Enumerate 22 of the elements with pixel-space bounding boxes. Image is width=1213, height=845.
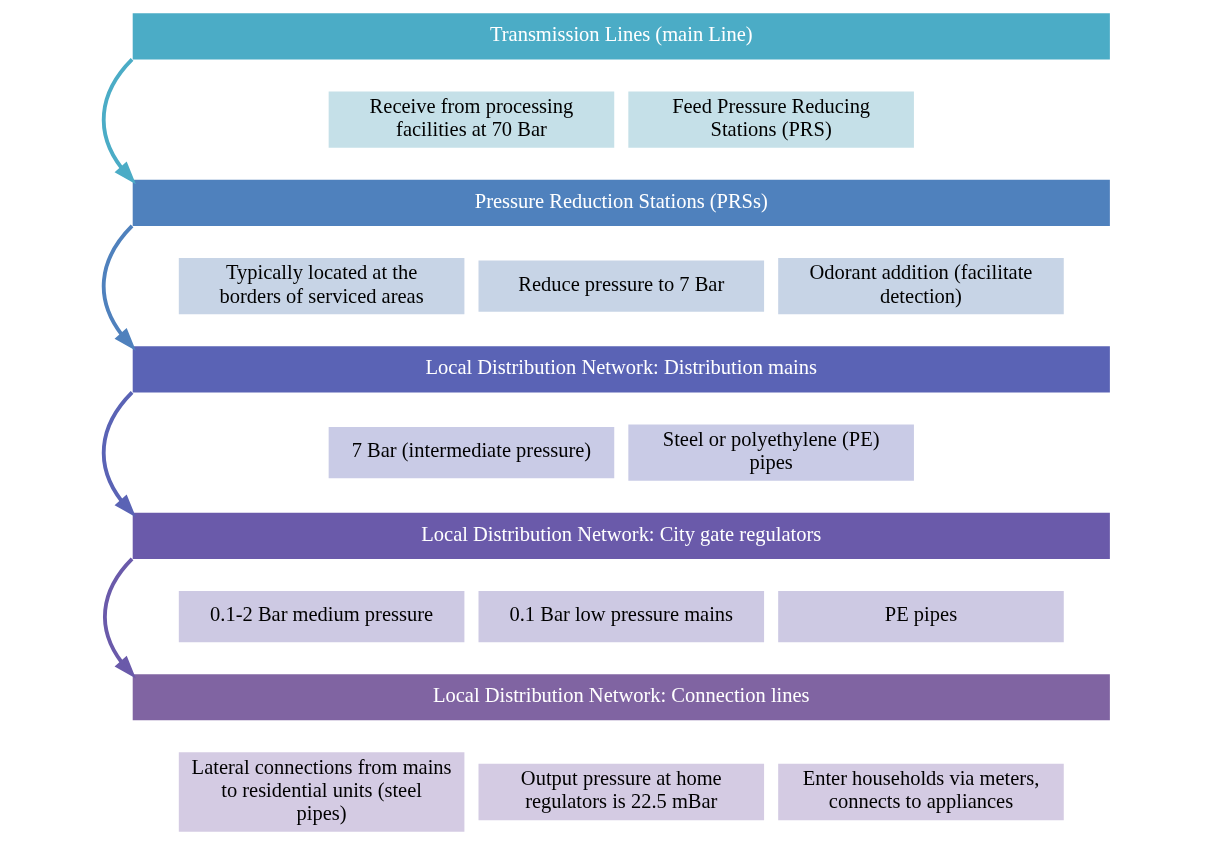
node-box: Feed Pressure Reducing Stations (PRS) <box>628 91 914 148</box>
node-box: Reduce pressure to 7 Bar <box>478 260 765 312</box>
arrow <box>101 224 136 351</box>
node-box: Enter households via meters, connects to appliances <box>778 763 1064 821</box>
arrow <box>101 391 136 518</box>
node-box: 7 Bar (intermediate pressure) <box>328 427 615 479</box>
node-box: Local Distribution Network: Distribution mains <box>132 346 1110 393</box>
node-box: 0.1 Bar low pressure mains <box>478 590 765 643</box>
node-box: Local Distribution Network: Connection lines <box>132 674 1110 721</box>
node-box: Lateral connections from mains to residential units (steel pipes) <box>178 752 465 832</box>
node-box: Output pressure at home regulators is 22.5 mBar <box>478 763 765 821</box>
node-box: Receive from processing facilities at 70 Bar <box>328 91 615 148</box>
arrow <box>103 557 136 679</box>
arrow <box>101 58 136 185</box>
node-box: Odorant addition (facilitate detection) <box>778 257 1064 315</box>
node-box: Local Distribution Network: City gate regulators <box>132 512 1110 559</box>
node-box: 0.1-2 Bar medium pressure <box>178 590 465 643</box>
node-box: PE pipes <box>778 590 1064 643</box>
node-box: Steel or polyethylene (PE) pipes <box>628 424 914 481</box>
node-box: Transmission Lines (main Line) <box>132 13 1110 60</box>
node-box: Typically located at the borders of serviced areas <box>178 257 465 315</box>
node-box: Pressure Reduction Stations (PRSs) <box>132 179 1110 226</box>
